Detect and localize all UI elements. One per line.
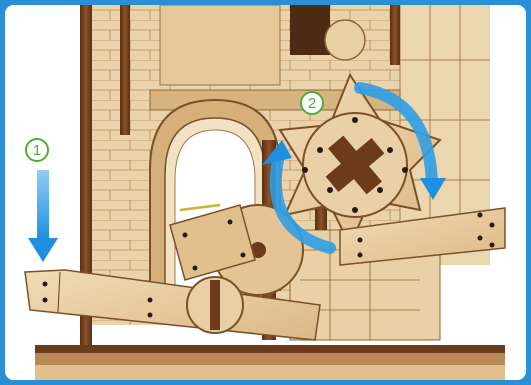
- step-badge-2: 2: [301, 92, 323, 114]
- step-1-number: 1: [33, 142, 41, 159]
- mechanism-illustration: 1 2: [5, 5, 526, 380]
- step-2-number: 2: [308, 95, 316, 112]
- floor-base: [35, 345, 505, 380]
- step-badge-1: 1: [26, 139, 48, 161]
